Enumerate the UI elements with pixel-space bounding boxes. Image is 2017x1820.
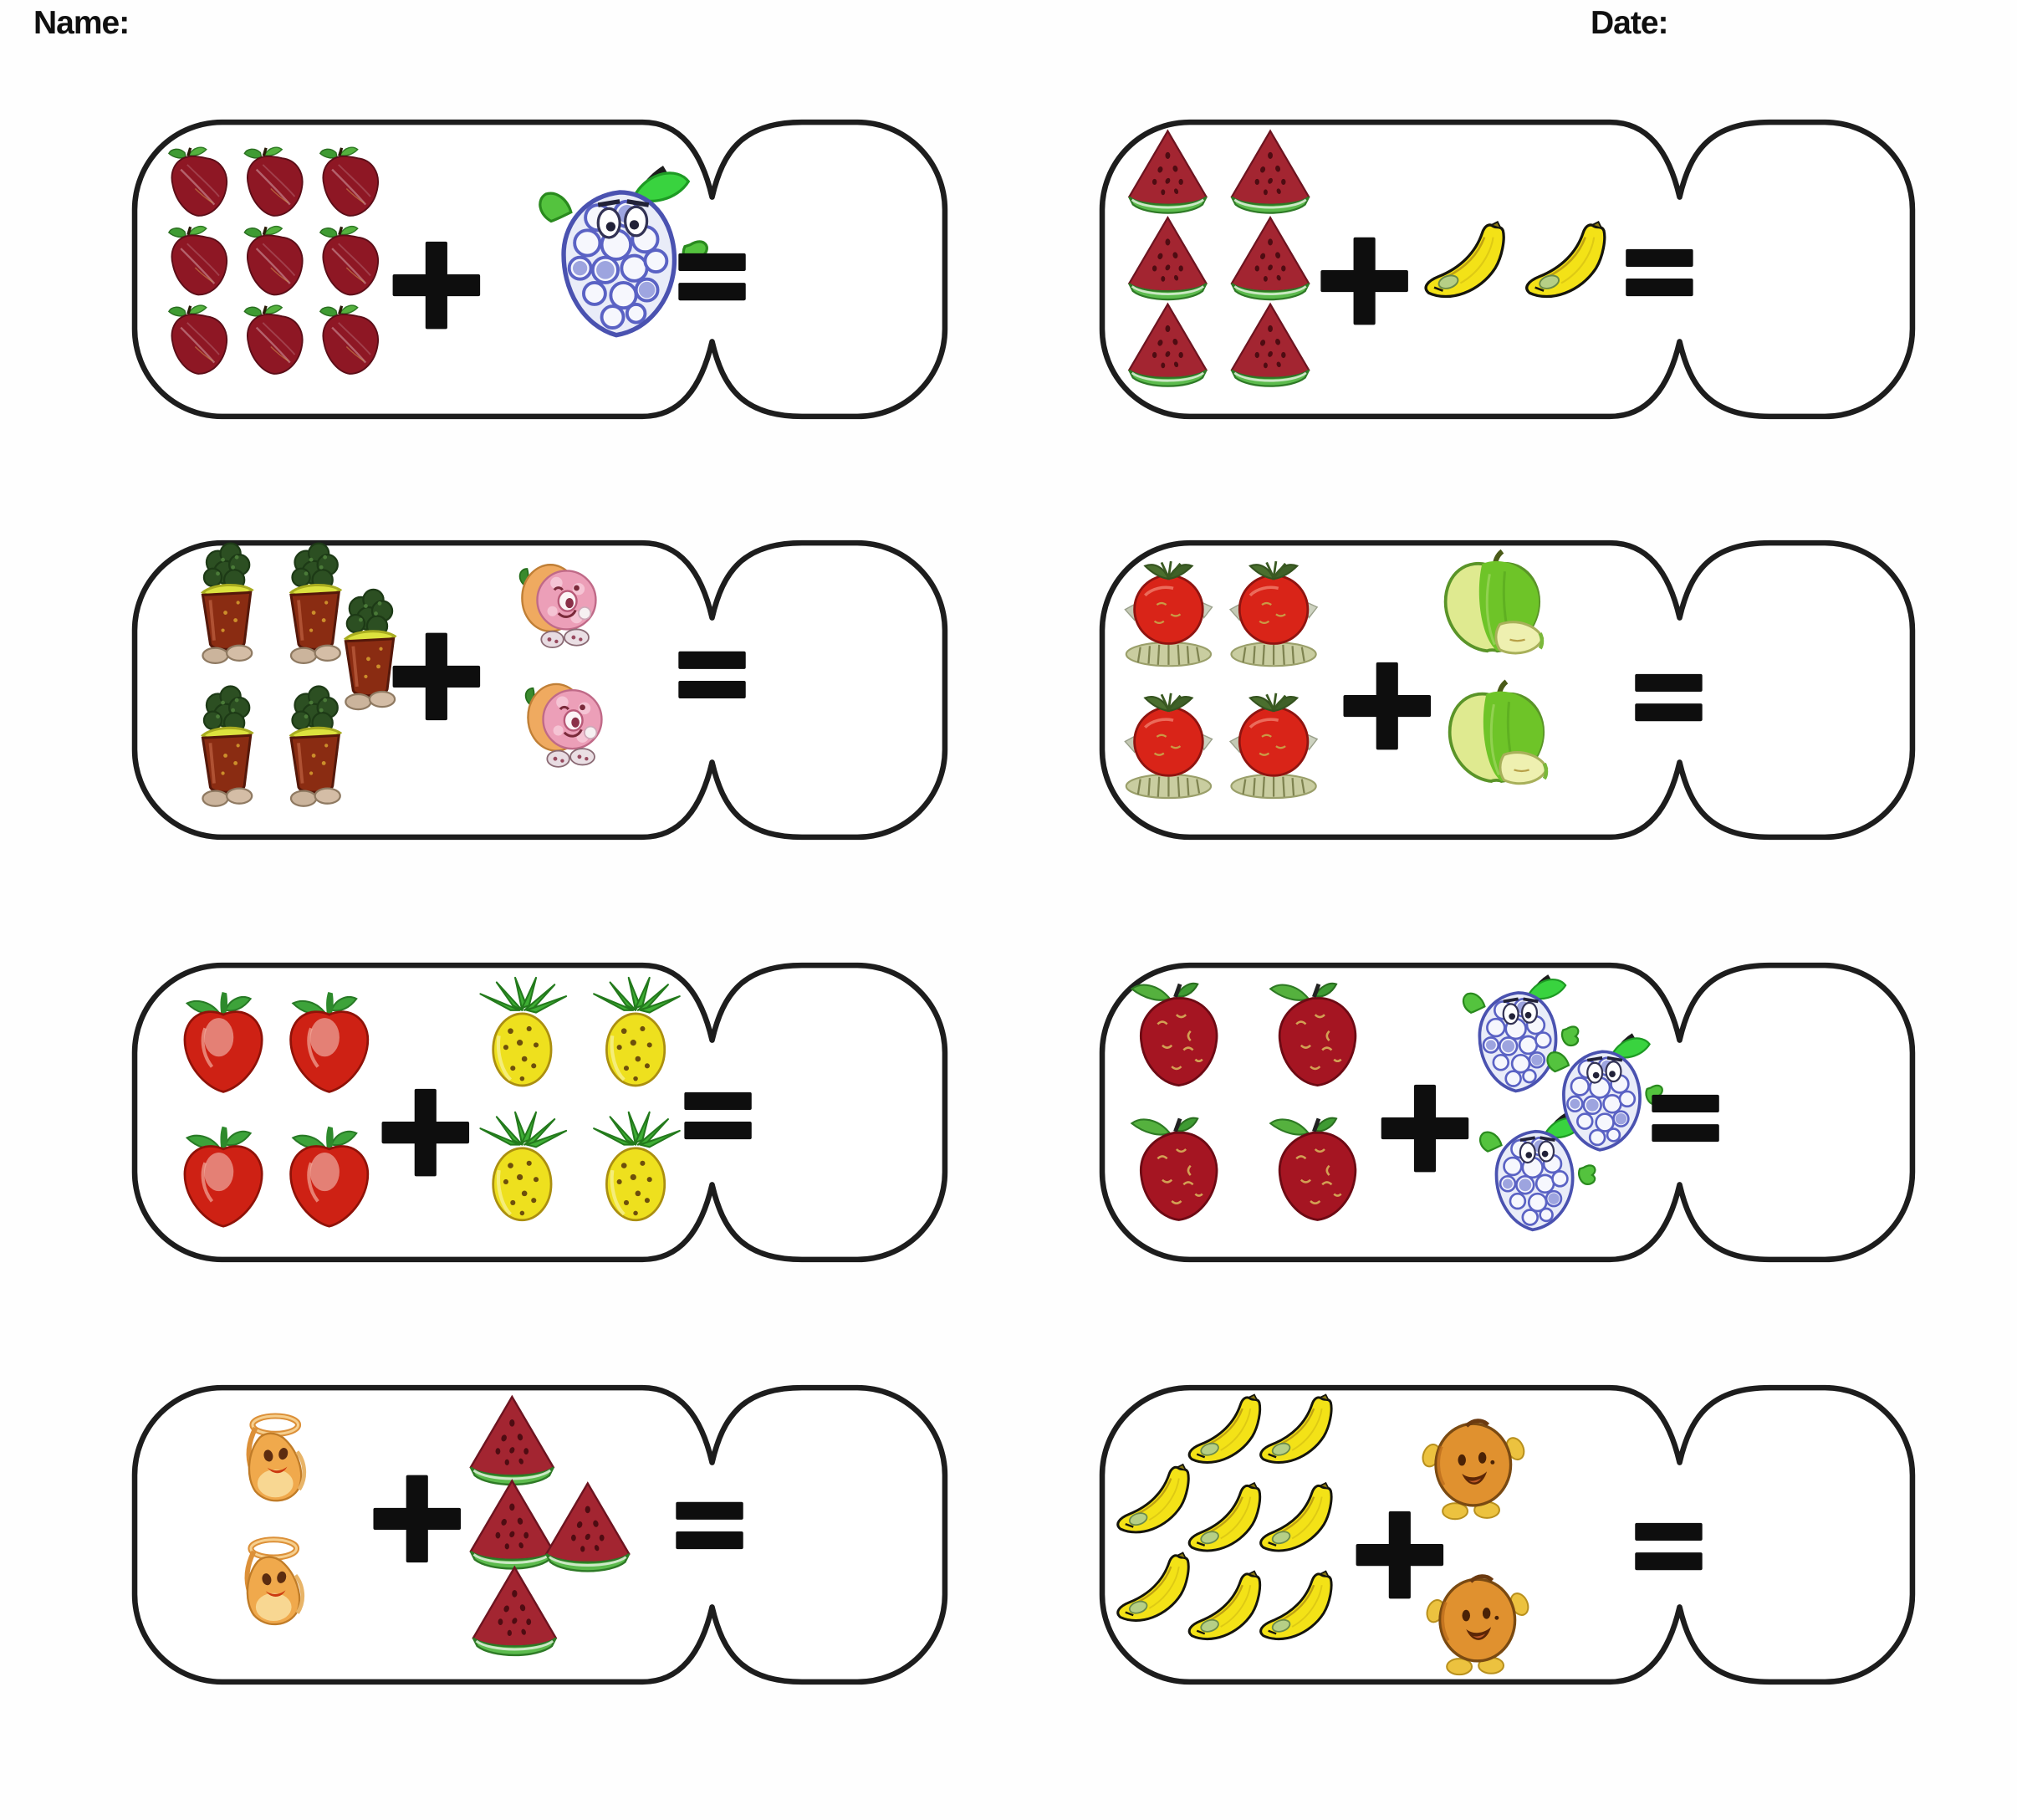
problem-card-1 — [130, 117, 953, 422]
plus-icon — [1356, 1511, 1444, 1599]
equals-icon — [678, 253, 746, 301]
plus-icon — [1320, 237, 1408, 325]
plus-icon — [392, 632, 481, 721]
problem-card-7 — [130, 1383, 953, 1687]
veggie-drink-icon — [344, 588, 396, 712]
equals-icon — [1626, 248, 1693, 297]
plus-icon — [1381, 1084, 1469, 1173]
equals-icon — [676, 1501, 743, 1550]
problem-card-3 — [130, 538, 953, 842]
equals-icon — [1652, 1094, 1719, 1143]
plus-icon — [373, 1475, 462, 1563]
date-label: Date: — [1591, 5, 1669, 41]
equals-icon — [678, 651, 746, 699]
problem-card-2 — [1097, 117, 1921, 422]
problem-card-8 — [1097, 1383, 1921, 1687]
plus-icon — [381, 1088, 470, 1177]
card-outline — [1099, 119, 1916, 420]
veggie-drink-icon — [289, 542, 342, 665]
plus-icon — [392, 241, 481, 330]
problem-card-6 — [1097, 960, 1921, 1265]
equals-icon — [1635, 1522, 1703, 1571]
addend-1-group — [167, 146, 380, 376]
problem-card-4 — [1097, 538, 1921, 842]
equals-icon — [1635, 673, 1703, 722]
veggie-drink-icon — [201, 542, 254, 665]
problem-card-5 — [130, 960, 953, 1265]
name-label: Name: — [33, 5, 130, 41]
veggie-drink-icon — [201, 684, 254, 808]
veggie-drink-icon — [289, 684, 342, 808]
plus-icon — [1343, 662, 1432, 750]
equals-icon — [684, 1091, 752, 1140]
